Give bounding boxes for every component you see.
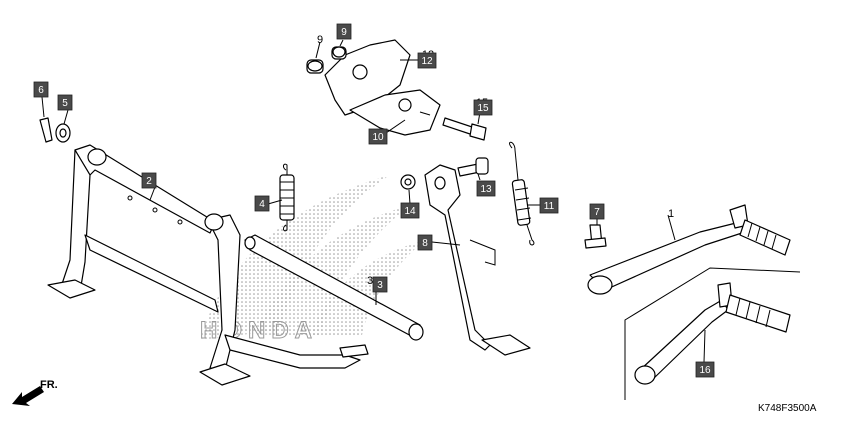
callout-14: 14	[400, 202, 420, 219]
callout-16-text: 16	[699, 365, 711, 376]
side-stand-spring	[509, 141, 535, 246]
pedal-bolt	[584, 224, 607, 249]
main-stand-spring	[279, 163, 295, 232]
callout-2: 2	[141, 172, 157, 189]
callout-4-text: 4	[259, 199, 265, 210]
callout-15-text: 15	[477, 103, 489, 114]
washer	[55, 123, 71, 143]
honda-watermark-text: HONDA	[200, 317, 318, 344]
callout-9a-text: 9	[317, 34, 323, 46]
cotter-pin	[39, 117, 53, 143]
callout-9-plain: 9	[317, 34, 323, 46]
callout-3: 3 3	[367, 275, 388, 293]
leader-lines	[41, 39, 706, 363]
callout-12: 12 12	[417, 49, 437, 69]
side-stand-nut	[400, 174, 416, 190]
callout-9-box: 9	[336, 23, 352, 40]
callout-3-top-text: 3	[367, 275, 373, 287]
side-stand	[424, 164, 531, 356]
callout-6-text: 6	[38, 85, 44, 96]
callout-9b-text: 9	[341, 27, 347, 38]
callout-14-text: 14	[404, 206, 416, 217]
callout-5: 5	[57, 94, 73, 111]
side-stand-bracket	[324, 39, 441, 136]
callout-7: 7	[589, 203, 605, 220]
callout-1-text: 1	[668, 208, 674, 220]
callout-10: 10	[368, 128, 388, 145]
collar-1	[306, 59, 324, 74]
callout-13: 13	[476, 180, 496, 197]
callout-16: 16	[695, 361, 715, 378]
callout-7-text: 7	[594, 207, 600, 218]
callout-8-text: 8	[422, 238, 428, 249]
callout-4: 4	[254, 195, 270, 212]
callout-10-text: 10	[372, 132, 384, 143]
callout-6: 6	[33, 81, 49, 98]
callout-2-text: 2	[146, 176, 152, 187]
callout-15: 15 15	[473, 97, 493, 116]
callout-13-text: 13	[480, 184, 492, 195]
diagram-code: K748F3500A	[758, 403, 817, 414]
callout-5-text: 5	[62, 98, 68, 109]
callout-11: 11	[539, 197, 559, 214]
gearshift-pedal	[587, 204, 791, 295]
bracket-bolt	[442, 117, 487, 141]
collar-2	[331, 46, 347, 60]
main-stand-part	[47, 144, 369, 386]
side-stand-bolt	[457, 157, 489, 177]
gearshift-pedal-variant	[634, 282, 791, 385]
callout-8: 8	[417, 234, 433, 251]
front-direction-arrow: FR.	[12, 379, 58, 406]
stand-pivot-shaft	[244, 234, 424, 341]
callout-12-text: 12	[421, 56, 433, 67]
callout-11-text: 11	[544, 201, 555, 212]
variant-inset	[624, 267, 801, 400]
callout-1: 1	[668, 208, 674, 220]
callout-3-text: 3	[377, 280, 383, 291]
front-direction-label: FR.	[40, 379, 58, 391]
